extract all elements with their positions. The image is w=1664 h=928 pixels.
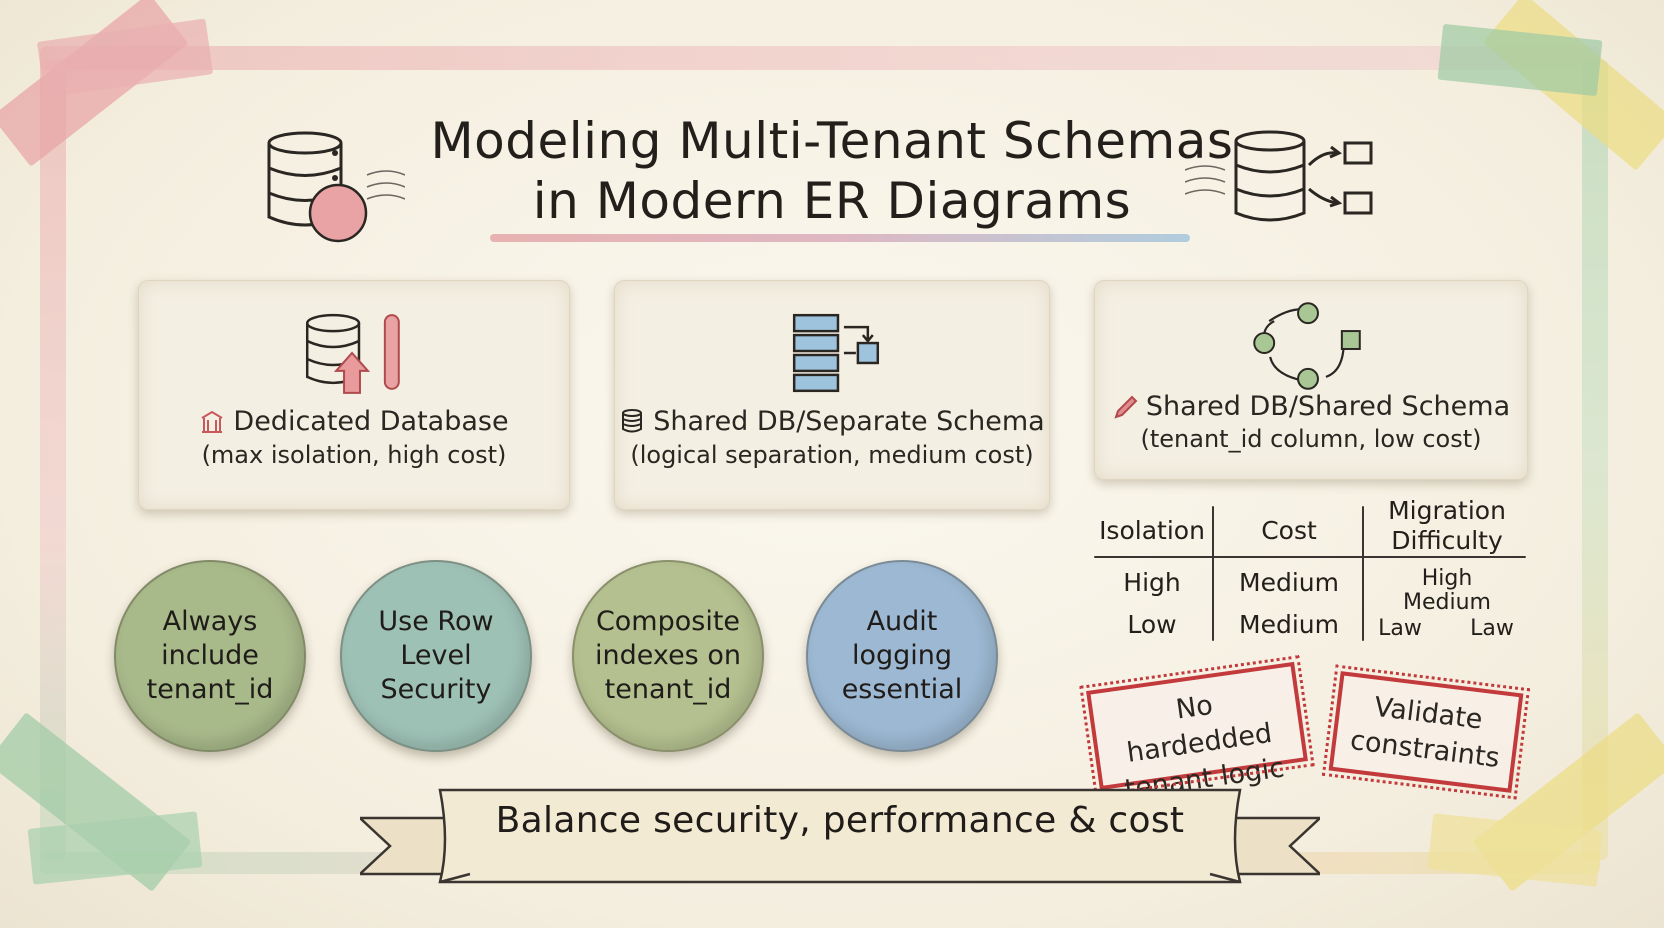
tape-top-right-2 (1437, 23, 1603, 97)
stamp-no-hardcoded-logic: No hardedded tenant logic (1079, 654, 1315, 806)
table-divider-2 (1362, 506, 1364, 641)
frame-right (1582, 60, 1608, 860)
comparison-table: Isolation Cost Migration Difficulty High… (1092, 496, 1532, 656)
card-sub: (max isolation, high cost) (201, 441, 507, 469)
cycle-icon (1253, 302, 1361, 390)
table-divider-1 (1212, 506, 1214, 641)
tip-text: Always include tenant_id (146, 606, 274, 705)
table-cell: High (1421, 566, 1473, 591)
card-shared-db-shared-schema: Shared DB/Shared Schema (tenant_id colum… (1094, 280, 1528, 480)
table-cell: Law (1470, 616, 1514, 641)
card-label: Shared DB/Shared Schema (1095, 391, 1527, 422)
table-cell: Law (1378, 616, 1422, 641)
title-line-2: in Modern ER Diagrams (532, 172, 1132, 230)
table-cell: Low (1127, 610, 1177, 639)
schema-stack-icon (792, 313, 880, 393)
table-header-isolation: Isolation (1099, 516, 1205, 545)
card-label: Shared DB/Separate Schema (615, 406, 1049, 437)
card-shared-db-separate-schema: Shared DB/Separate Schema (logical separ… (614, 280, 1050, 510)
tape-top-left-2 (36, 18, 214, 98)
ribbon-banner (360, 788, 1320, 884)
card-sub: (tenant_id column, low cost) (1140, 425, 1482, 453)
card-sub: (logical separation, medium cost) (630, 441, 1034, 469)
tip-bubble-row-level-security: Use Row Level Security (340, 560, 532, 752)
frame-top (40, 46, 1600, 70)
title-line-1: Modeling Multi-Tenant Schemas (430, 112, 1234, 170)
pen-icon (1114, 395, 1138, 419)
stamp-validate-constraints: Validate constraints (1322, 663, 1530, 801)
table-cell: Medium (1239, 610, 1339, 639)
building-icon (201, 410, 223, 433)
tip-bubble-composite-indexes: Composite indexes on tenant_id (572, 560, 764, 752)
card-label: Dedicated Database (139, 406, 569, 437)
tip-text: Audit logging essential (841, 606, 963, 705)
table-cell: Medium (1239, 568, 1339, 597)
table-cell: Medium (1403, 590, 1491, 615)
table-header-migration: Migration Difficulty (1388, 496, 1506, 555)
card-dedicated-database: Dedicated Database (max isolation, high … (138, 280, 570, 510)
tip-text: Composite indexes on tenant_id (595, 606, 741, 705)
tip-bubble-audit-logging: Audit logging essential (806, 560, 998, 752)
database-small-icon (622, 409, 643, 433)
tip-bubble-tenant-id: Always include tenant_id (114, 560, 306, 752)
tip-text: Use Row Level Security (378, 606, 494, 705)
banner-text: Balance security, performance & cost (495, 800, 1185, 841)
database-title-icon (267, 131, 405, 243)
database-icon (305, 313, 400, 394)
title-underline (490, 234, 1190, 242)
table-cell: High (1123, 568, 1181, 597)
database-branch-icon (1185, 130, 1373, 222)
table-header-rule (1094, 556, 1526, 558)
table-header-cost: Cost (1261, 516, 1317, 545)
